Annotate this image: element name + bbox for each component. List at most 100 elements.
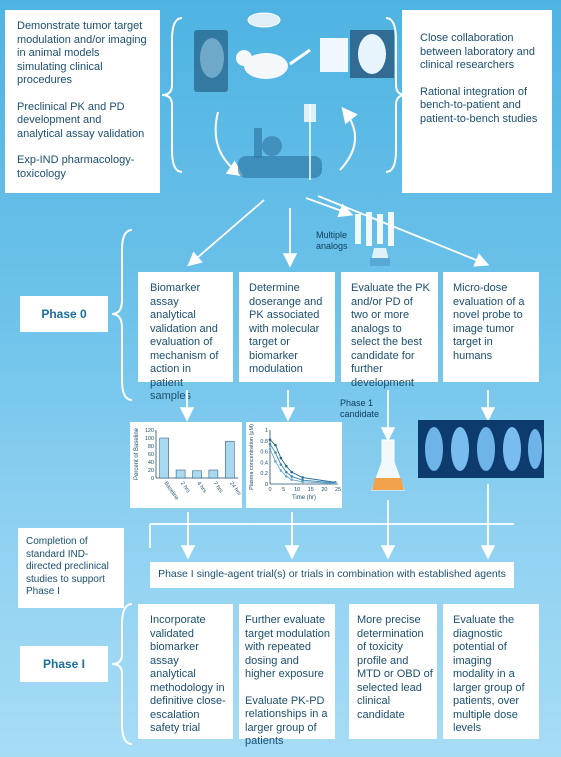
- phase1-trials-bar: Phase I single-agent trial(s) or trials …: [150, 562, 514, 588]
- phase1-box-further-evaluate: Further evaluate target modulation with …: [239, 604, 335, 747]
- vials-icon: [355, 212, 394, 266]
- phase0-box-text: Biomarker assay analytical validation an…: [150, 282, 219, 402]
- data-point: [279, 469, 283, 472]
- x-tick-label: 4 hrs: [195, 481, 207, 495]
- phase0-bracket: [111, 229, 133, 401]
- data-point: [301, 478, 304, 482]
- data-point: [333, 482, 337, 485]
- y-tick-label: 120: [145, 428, 154, 434]
- data-point: [279, 463, 283, 466]
- y-tick-label: 0.4: [260, 460, 268, 466]
- data-point: [301, 480, 304, 484]
- data-point: [279, 456, 283, 460]
- bar: [208, 469, 219, 479]
- bar: [225, 440, 235, 479]
- bar: [159, 437, 169, 479]
- data-point: [290, 470, 294, 474]
- collaboration-box: Close collaboration between laboratory a…: [402, 10, 552, 193]
- goal-item: Preclinical PK and PD development and an…: [17, 100, 145, 140]
- x-tick-label: 2 hrs: [179, 481, 191, 495]
- series-line: [269, 448, 336, 484]
- data-point: [268, 447, 272, 451]
- series-line: [269, 439, 336, 483]
- bar: [192, 470, 202, 479]
- x-tick-label: 7 hrs: [212, 481, 224, 495]
- data-point: [285, 464, 288, 468]
- phase1-box-text: Incorporate validated biomarker assay an…: [150, 614, 226, 734]
- y-tick-label: 1: [265, 428, 268, 434]
- bar: [175, 469, 186, 479]
- data-point: [333, 481, 337, 484]
- completion-text: Completion of standard IND-directed prec…: [26, 536, 109, 597]
- scan-image-icon: [418, 420, 544, 478]
- phase1-box-text: Evaluate PK-PD relationships in a larger…: [245, 694, 328, 748]
- left-top-brace: [161, 17, 183, 173]
- x-tick-label: 25: [335, 487, 341, 493]
- y-tick-label: 0.2: [260, 471, 268, 477]
- data-point: [290, 478, 294, 481]
- phase1-box-toxicity: More precise determination of toxicity p…: [349, 604, 437, 739]
- y-axis-label: Percent of Baseline: [134, 427, 140, 480]
- goal-item: Demonstrate tumor target modulation and/…: [17, 20, 147, 86]
- collab-item: Close collaboration between laboratory a…: [420, 32, 535, 71]
- phase1-trials-text: Phase I single-agent trial(s) or trials …: [158, 568, 506, 581]
- y-tick-label: 0: [265, 482, 268, 488]
- multiple-analogs-label: Multiple analogs: [316, 230, 348, 251]
- data-point: [301, 476, 304, 479]
- phase1-box-diagnostic: Evaluate the diagnostic potential of ima…: [443, 604, 539, 739]
- data-point: [274, 460, 277, 463]
- phase0-box-text: Evaluate the PK and/or PD of two or more…: [351, 282, 430, 389]
- data-point: [274, 451, 277, 454]
- phase0-label: Phase 0: [20, 296, 108, 332]
- goal-item: Exp-IND pharmacology-toxicology: [17, 154, 135, 180]
- patient-bed-icon: [238, 104, 322, 180]
- preclinical-goals-box: Demonstrate tumor target modulation and/…: [5, 10, 160, 193]
- data-point: [274, 443, 277, 447]
- y-tick-label: 40: [148, 460, 154, 466]
- phase0-box-text: Micro-dose evaluation of a novel probe t…: [453, 282, 525, 362]
- data-point: [285, 475, 288, 478]
- x-tick-label: 24 hrs: [228, 481, 242, 497]
- y-tick-label: 80: [148, 444, 154, 450]
- phase0-box-analogs: Evaluate the PK and/or PD of two or more…: [341, 272, 438, 389]
- collab-item: Rational integration of bench-to-patient…: [420, 85, 538, 125]
- phase0-box-microdose: Micro-dose evaluation of a novel probe t…: [443, 272, 539, 382]
- phase1-box-text: More precise determination of toxicity p…: [357, 614, 433, 721]
- phase1-box-incorporate: Incorporate validated biomarker assay an…: [138, 604, 233, 739]
- data-point: [290, 475, 294, 478]
- data-point: [268, 438, 272, 442]
- x-tick-label: 10: [294, 487, 300, 493]
- mouse-icon: [194, 12, 394, 92]
- x-tick-label: 15: [308, 487, 314, 493]
- x-tick-label: 0: [268, 487, 271, 493]
- y-tick-label: 100: [145, 436, 154, 442]
- phase1-candidate-label: Phase 1 candidate: [340, 398, 380, 419]
- phase1-label: Phase I: [20, 646, 108, 682]
- phase0-box-biomarker: Biomarker assay analytical validation an…: [138, 272, 233, 402]
- y-tick-label: 20: [148, 468, 154, 474]
- y-tick-label: 0.6: [260, 450, 268, 456]
- x-axis-label: Time (hr): [292, 495, 316, 501]
- completion-box: Completion of standard IND-directed prec…: [18, 528, 124, 608]
- phase1-bracket: [111, 603, 133, 745]
- y-tick-label: 60: [148, 452, 154, 458]
- data-point: [285, 470, 288, 474]
- line-chart-panel: [246, 422, 342, 508]
- cycle-arrow-left: [214, 111, 244, 177]
- phase1-box-text: Evaluate the diagnostic potential of ima…: [453, 614, 525, 734]
- y-tick-label: 0.8: [260, 439, 268, 445]
- phase0-box-text: Determine doserange and PK associated wi…: [249, 282, 323, 375]
- x-tick-label: 5: [282, 487, 285, 493]
- y-axis-label: Plasma concentration (µM): [249, 424, 255, 490]
- bar-chart-panel: [130, 422, 242, 508]
- y-tick-label: 0: [151, 476, 154, 482]
- phase1-box-text: Further evaluate target modulation with …: [245, 614, 330, 680]
- flask-icon: [371, 439, 405, 491]
- x-tick-label: 20: [321, 487, 327, 493]
- data-point: [268, 442, 272, 446]
- series-line: [269, 443, 336, 484]
- x-tick-label: Baseline: [163, 481, 180, 502]
- cycle-arrow-right: [339, 106, 358, 171]
